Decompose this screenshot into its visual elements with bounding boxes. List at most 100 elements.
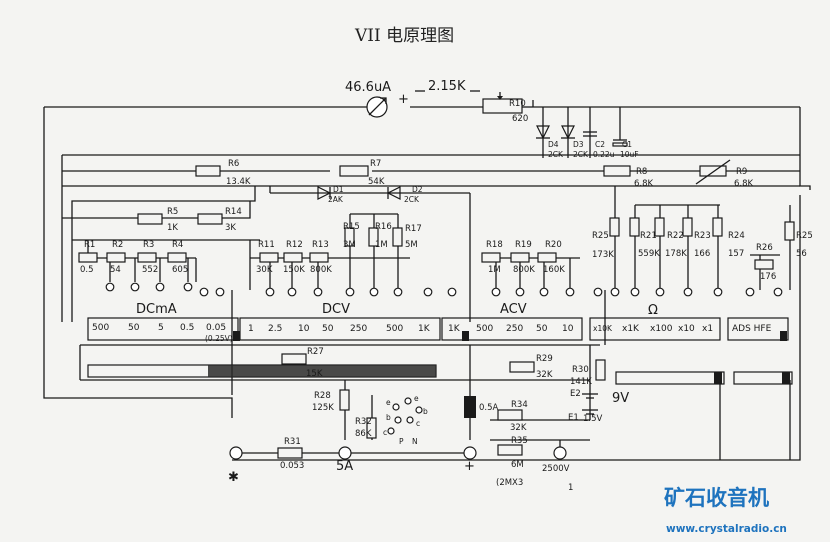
r21-label: R21 [640, 231, 657, 241]
lower-strip-mid [615, 371, 725, 385]
r8-value: 6.8K [634, 179, 654, 189]
r4 [167, 252, 187, 263]
r29-label: R29 [536, 354, 553, 364]
d1-label: D1 [333, 185, 344, 194]
r7 [339, 165, 369, 177]
diode-d1 [317, 186, 332, 200]
r11-value: 30K [256, 265, 273, 275]
r24 [712, 217, 723, 237]
r23 [682, 217, 693, 237]
r14-label: R14 [225, 207, 242, 217]
r28-value: 125K [312, 403, 334, 413]
5a-jack-label: 5A [336, 459, 353, 474]
dcma-scale-1: 500 [92, 323, 109, 333]
dcv-contact [423, 287, 433, 297]
r24-value: 157 [728, 249, 744, 259]
r27-value: 15K [306, 369, 323, 379]
socket-pin-e: e [414, 394, 419, 403]
diode-d2 [386, 186, 401, 200]
r20 [537, 252, 557, 263]
r3-value: 552 [142, 265, 158, 275]
r35-value: 6M [511, 460, 524, 470]
capacitor-c1 [612, 139, 628, 147]
meter-series-resistance: 2.15K [428, 79, 466, 94]
acv-contact [593, 287, 603, 297]
socket-pin-b: b [423, 407, 428, 416]
r3 [137, 252, 157, 263]
r18-value: 1M [488, 265, 501, 275]
r9-value: 6.8K [734, 179, 754, 189]
hv-note: (2MX3 [496, 478, 523, 488]
plus-jack [463, 446, 477, 460]
r15-label: R15 [343, 222, 360, 232]
r24-label: R24 [728, 231, 745, 241]
r31-value: 0.053 [280, 461, 304, 471]
dcv-scale-3: 10 [298, 324, 310, 334]
r5 [137, 213, 163, 225]
r32 [366, 417, 377, 439]
d2-label: D2 [412, 185, 423, 194]
wiring [43, 100, 811, 461]
dcv-contact [393, 287, 403, 297]
r15 [344, 227, 355, 247]
r26 [754, 259, 774, 270]
ohm-scale-1: x10K [593, 324, 613, 333]
r30 [595, 359, 606, 381]
r16-label: R16 [375, 222, 392, 232]
r6-label: R6 [228, 159, 239, 169]
e2-value: 9V [612, 391, 629, 406]
r32-value: 86K [355, 429, 372, 439]
r22-label: R22 [667, 231, 684, 241]
lower-strip-left-fill [208, 365, 436, 377]
fuse-rating: 0.5A [479, 403, 499, 413]
dcma-contact [155, 282, 165, 292]
r18 [481, 252, 501, 263]
r19-value: 800K [513, 265, 535, 275]
r30-value: 141K [570, 377, 592, 387]
r25b-label: R25 [796, 231, 813, 241]
socket-label-p: P [399, 437, 404, 446]
r29 [509, 361, 535, 373]
e1-label: E1 [568, 413, 579, 423]
ohm-contact [630, 287, 640, 297]
r10-pot [482, 98, 523, 114]
r10-value: 620 [512, 114, 528, 124]
battery-e2 [582, 393, 598, 399]
dcma-scale-4: 0.5 [180, 323, 194, 333]
socket-pin-b2: b [386, 413, 391, 422]
ammeter [366, 96, 388, 118]
r12-label: R12 [286, 240, 303, 250]
hv-tick: 1 [568, 483, 573, 493]
dcma-sub: (0.25V) [205, 334, 233, 343]
d3-label: D3 [573, 140, 584, 149]
dcv-contact [313, 287, 323, 297]
r25b [784, 221, 795, 241]
schematic-title: VII 电原理图 [354, 26, 454, 46]
dcma-scale-5: 0.05 [206, 323, 226, 333]
r16-value: 1M [375, 240, 388, 250]
r25b-value: 56 [796, 249, 807, 259]
ohm-scale-5: x1 [702, 324, 713, 334]
dcma-label: DCmA [136, 302, 177, 317]
r17 [392, 227, 403, 247]
com-jack [229, 446, 243, 460]
r9-pot [699, 165, 727, 177]
ohm-extra-scale: ADS HFE [732, 324, 772, 334]
r7-value: 54K [368, 177, 385, 187]
socket-label-n: N [412, 437, 418, 446]
dcma-contact [105, 282, 115, 292]
r8-label: R8 [636, 167, 647, 177]
ohm-scale-2: x1K [622, 324, 640, 334]
r20-label: R20 [545, 240, 562, 250]
r14 [197, 213, 223, 225]
d3-value: 2CK [573, 150, 589, 159]
acv-scale-4: 50 [536, 324, 548, 334]
dcv-contact [345, 287, 355, 297]
dcv-scale-6: 500 [386, 324, 403, 334]
r14-value: 3K [225, 223, 236, 233]
r5-label: R5 [167, 207, 178, 217]
c1-label: C1 [622, 140, 632, 149]
r18-label: R18 [486, 240, 503, 250]
r4-value: 605 [172, 265, 188, 275]
